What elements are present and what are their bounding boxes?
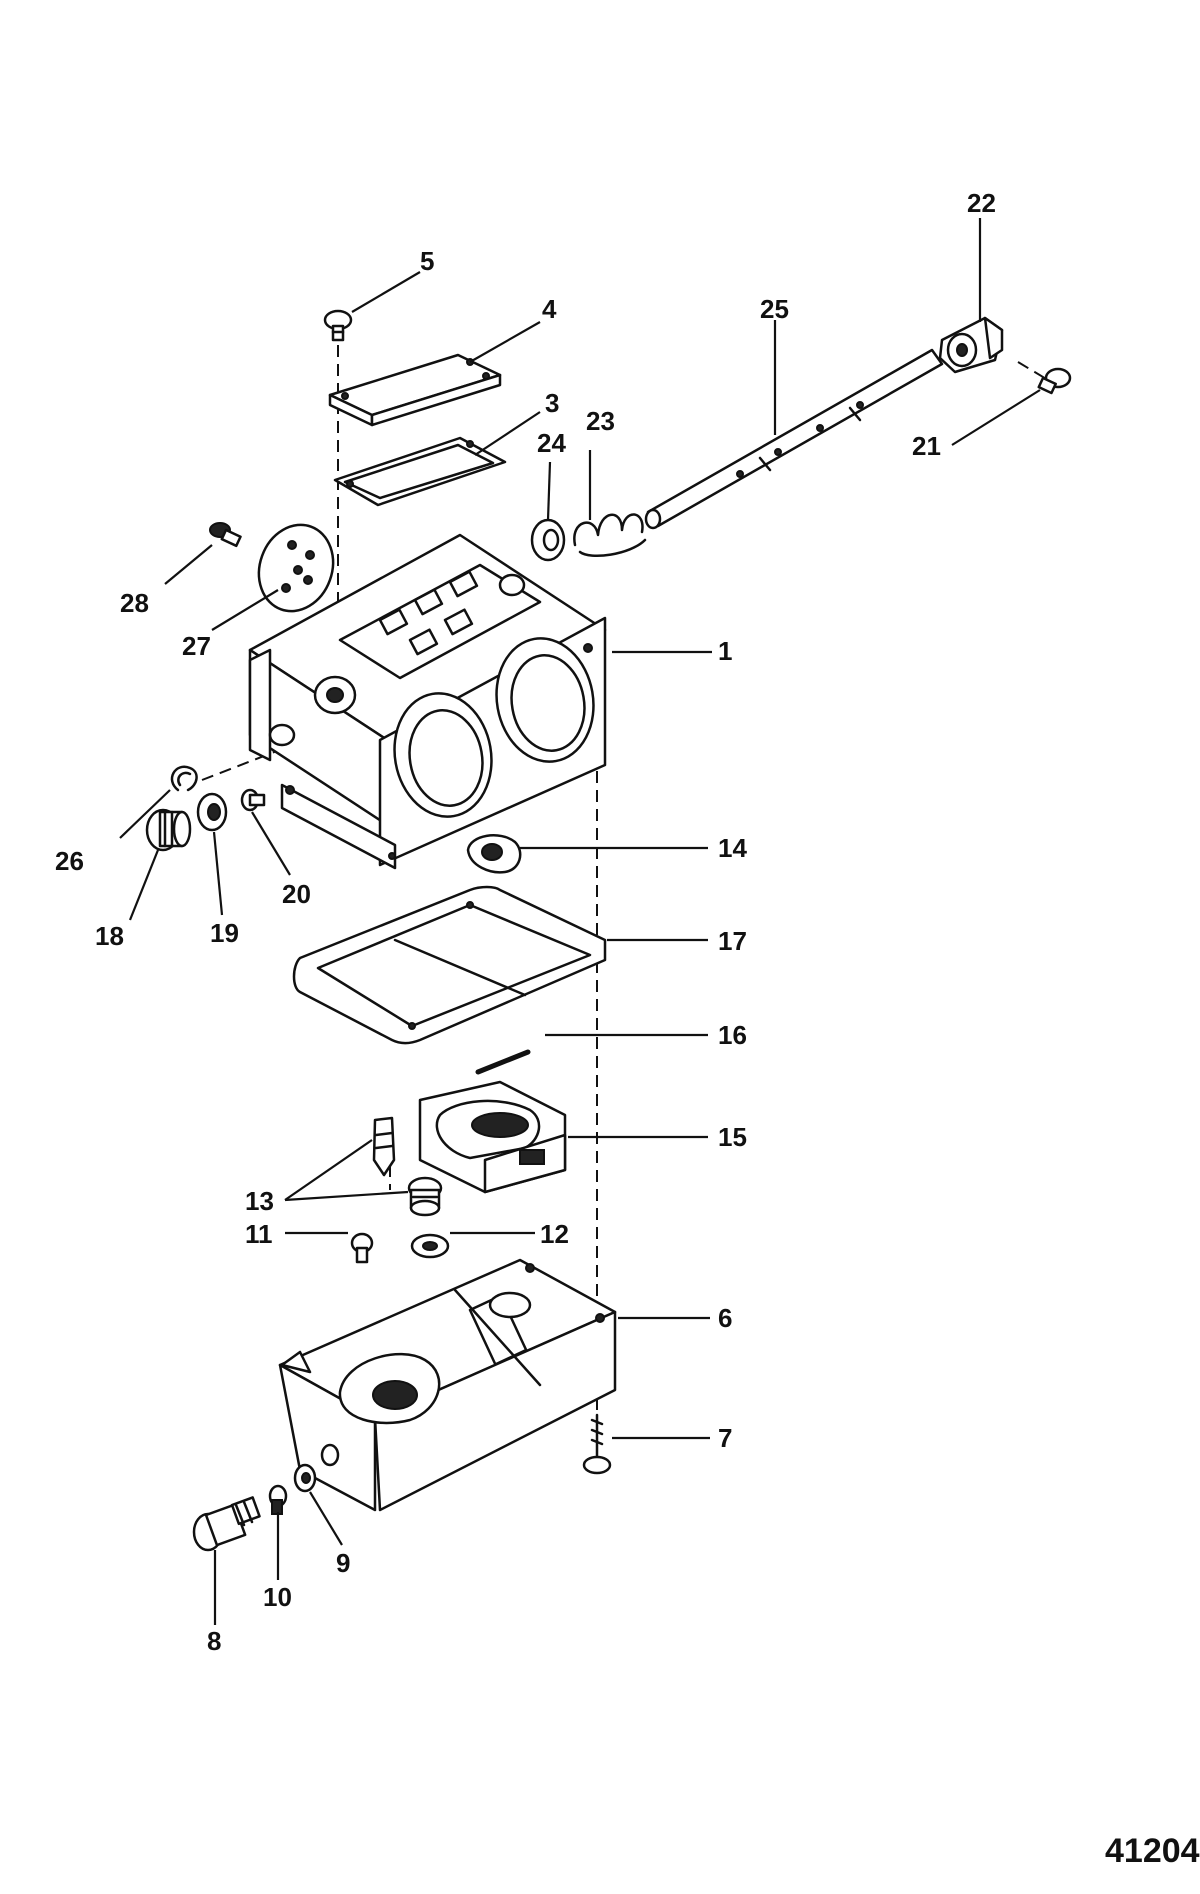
callout-24: 24 <box>537 428 566 458</box>
part-14-seal <box>466 834 522 874</box>
part-6-float-bowl <box>278 1258 617 1512</box>
callout-21: 21 <box>912 431 941 461</box>
callout-11: 11 <box>245 1219 273 1249</box>
part-25-shaft <box>644 348 944 530</box>
part-15-float <box>418 1080 567 1194</box>
part-11-screw <box>350 1232 374 1264</box>
callout-9: 9 <box>336 1548 350 1578</box>
callout-28: 28 <box>120 588 149 618</box>
callout-4: 4 <box>542 294 557 324</box>
part-17-gasket <box>292 885 607 1045</box>
part-19-washer <box>196 792 228 832</box>
figure-number: 41204 <box>1105 1832 1200 1870</box>
callout-27: 27 <box>182 631 211 661</box>
part-18-plug <box>145 808 192 852</box>
part-10-jet <box>268 1484 288 1515</box>
callout-14: 14 <box>718 833 747 863</box>
callout-13: 13 <box>245 1186 274 1216</box>
part-21-screw <box>1037 367 1072 395</box>
callout-19: 19 <box>210 918 239 948</box>
callout-23: 23 <box>586 406 615 436</box>
callout-16: 16 <box>718 1020 747 1050</box>
part-23-spring <box>573 513 647 558</box>
part-9-washer <box>293 1463 317 1493</box>
callout-17: 17 <box>718 926 747 956</box>
callout-20: 20 <box>282 879 311 909</box>
part-22-lever <box>938 316 1004 374</box>
part-12-washer <box>410 1233 450 1259</box>
callout-22: 22 <box>967 188 996 218</box>
leader-lines <box>119 218 1041 1625</box>
part-24-washer <box>530 518 566 562</box>
part-8-plug <box>192 1496 261 1552</box>
part-28-screw <box>209 522 242 548</box>
callout-5: 5 <box>420 246 434 276</box>
callout-8: 8 <box>207 1626 221 1656</box>
callout-15: 15 <box>718 1122 747 1152</box>
part-20-screw <box>240 788 266 812</box>
callout-12: 12 <box>540 1219 569 1249</box>
part-16-pin <box>475 1049 531 1075</box>
part-13-needle-seat <box>372 1116 443 1217</box>
callout-3: 3 <box>545 388 559 418</box>
part-4-cover-plate <box>328 353 502 427</box>
part-7-screw <box>582 1413 612 1475</box>
part-3-gasket <box>333 436 507 507</box>
callout-10: 10 <box>263 1582 292 1612</box>
part-1-throttle-body <box>248 533 607 870</box>
callout-18: 18 <box>95 921 124 951</box>
callout-26: 26 <box>55 846 84 876</box>
callout-7: 7 <box>718 1423 732 1453</box>
callout-1: 1 <box>718 636 732 666</box>
callout-25: 25 <box>760 294 789 324</box>
part-26-clip <box>170 765 198 792</box>
part-5-screw <box>323 309 353 342</box>
callout-6: 6 <box>718 1303 732 1333</box>
